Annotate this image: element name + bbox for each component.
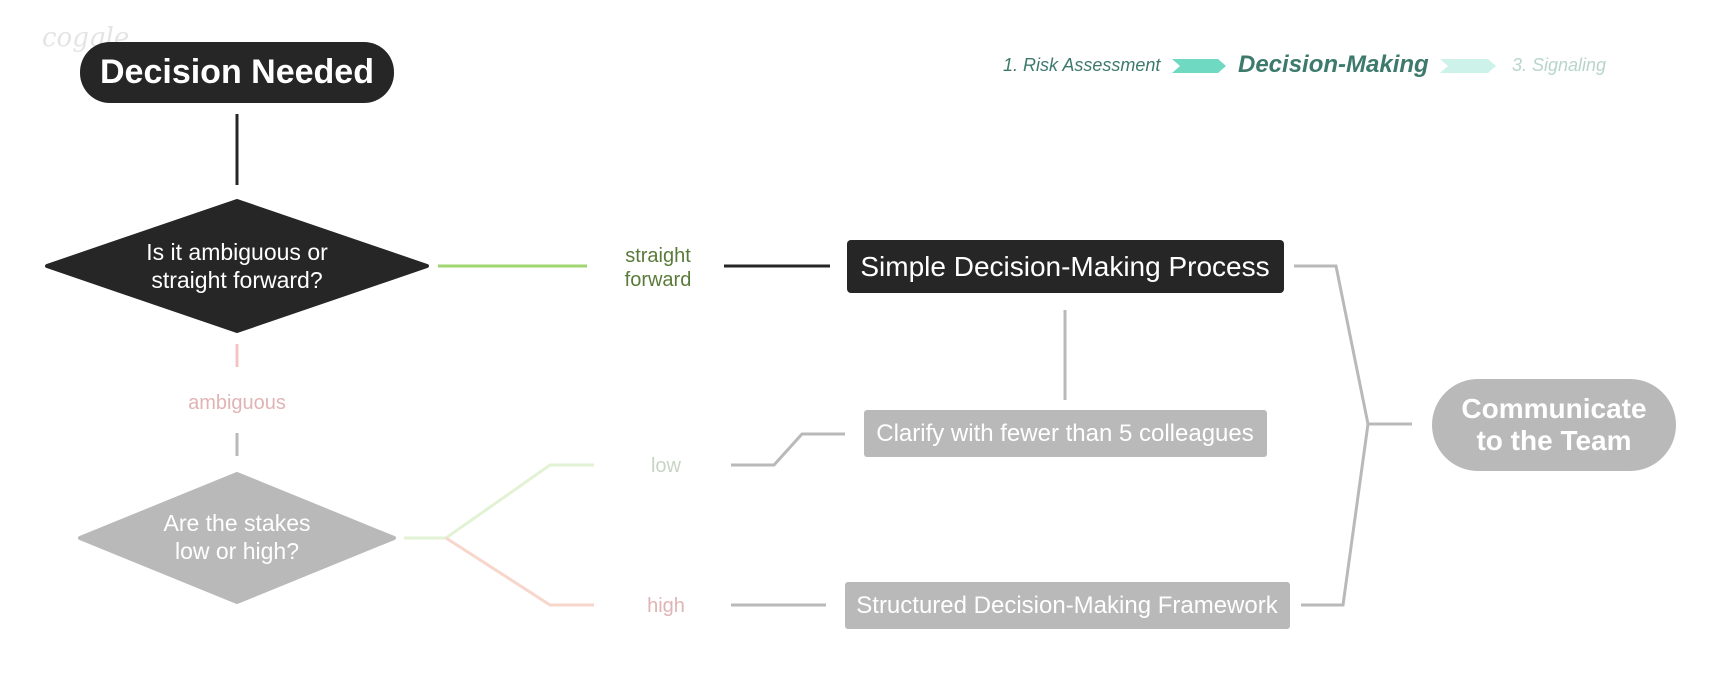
node-clarify-with-colleagues[interactable]: Clarify with fewer than 5 colleagues — [864, 410, 1267, 457]
question1-line1: Is it ambiguous or — [146, 239, 328, 265]
straight-forward-line1: straight — [625, 245, 691, 267]
node-decision-needed[interactable]: Decision Needed — [80, 42, 394, 103]
communicate-line2: to the Team — [1476, 425, 1631, 456]
edge-question2-to-high — [445, 536, 594, 607]
edge-label-high: high — [647, 595, 685, 617]
question2-line2: low or high? — [175, 538, 299, 564]
edge-simple-to-communicate — [1294, 264, 1412, 426]
node-question-stakes[interactable]: Are the stakes low or high? — [78, 472, 396, 604]
structured-label: Structured Decision-Making Framework — [856, 592, 1278, 619]
clarify-label: Clarify with fewer than 5 colleagues — [876, 420, 1254, 447]
connectors — [235, 114, 1412, 607]
node-decision-needed-label: Decision Needed — [100, 53, 374, 91]
question1-line2: straight forward? — [151, 267, 322, 293]
edge-label-straight-forward: straight forward — [625, 245, 692, 291]
edge-label-ambiguous: ambiguous — [188, 392, 286, 414]
breadcrumb-step-risk-assessment[interactable]: 1. Risk Assessment — [1003, 55, 1161, 75]
chevron-right-icon — [1440, 59, 1496, 73]
breadcrumb: 1. Risk Assessment Decision-Making 3. Si… — [1003, 51, 1606, 78]
chevron-right-icon — [1172, 59, 1226, 73]
communicate-line1: Communicate — [1461, 393, 1646, 424]
edge-label-low: low — [651, 455, 682, 477]
breadcrumb-step-decision-making[interactable]: Decision-Making — [1238, 51, 1429, 78]
node-communicate-to-the-team[interactable]: Communicate to the Team — [1432, 379, 1676, 471]
breadcrumb-step-signaling[interactable]: 3. Signaling — [1512, 55, 1606, 75]
question2-line1: Are the stakes — [163, 510, 310, 536]
straight-forward-line2: forward — [625, 269, 692, 291]
node-question-ambiguous-or-straight[interactable]: Is it ambiguous or straight forward? — [45, 199, 429, 333]
node-structured-decision-making-framework[interactable]: Structured Decision-Making Framework — [845, 582, 1290, 629]
edge-question2-to-low — [404, 463, 594, 540]
edge-structured-to-communicate — [1301, 423, 1370, 607]
simple-process-label: Simple Decision-Making Process — [860, 251, 1269, 282]
edge-low-to-clarify — [731, 432, 845, 467]
node-simple-decision-making-process[interactable]: Simple Decision-Making Process — [847, 240, 1284, 293]
